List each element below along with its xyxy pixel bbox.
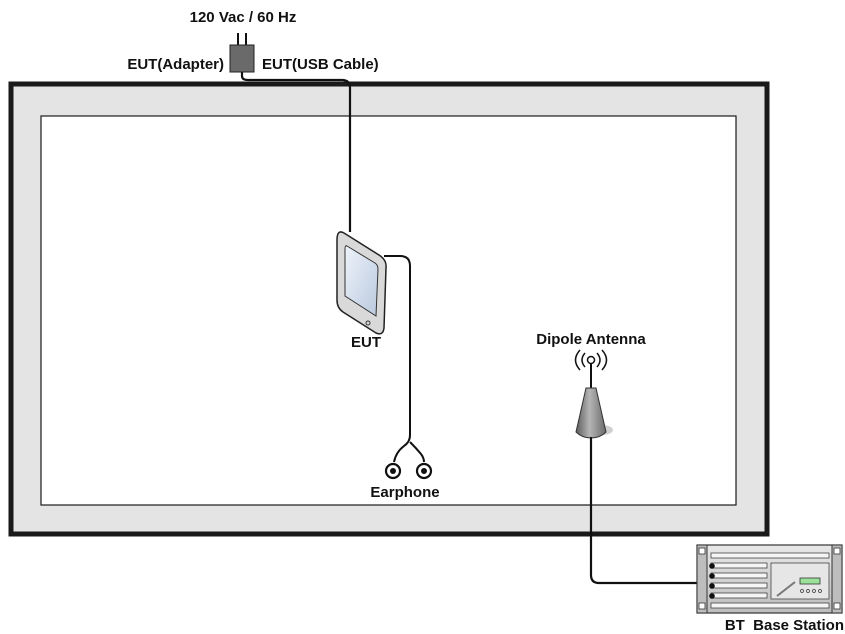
earphone-cable xyxy=(384,255,425,463)
dipole-antenna-icon xyxy=(574,349,613,439)
chamber-inner-area xyxy=(40,115,737,506)
tablet-icon xyxy=(336,231,387,335)
adapter-label: EUT(Adapter) xyxy=(127,56,224,73)
usb-cable xyxy=(240,72,352,232)
shielded-chamber xyxy=(8,81,770,537)
rf-cable xyxy=(589,437,700,585)
rack-base-station-icon xyxy=(696,544,843,614)
power-supply-label: 120 Vac / 60 Hz xyxy=(190,9,297,26)
earphone-icon xyxy=(384,462,433,480)
base-station-label: BT Base Station xyxy=(725,617,844,634)
earphone-label: Earphone xyxy=(370,484,439,501)
antenna-label: Dipole Antenna xyxy=(536,331,646,348)
eut-label: EUT xyxy=(351,334,381,351)
power-adapter-icon xyxy=(229,33,255,73)
usb-cable-label: EUT(USB Cable) xyxy=(262,56,379,73)
